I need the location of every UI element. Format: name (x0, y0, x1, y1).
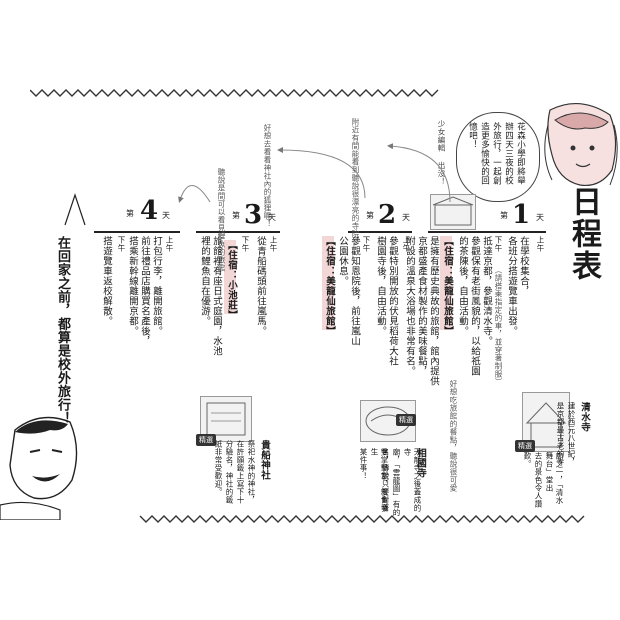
day-2-arrow-note: 附近有間能看到聽說很漂亮的寺院！ (351, 118, 360, 246)
day-1-suffix: 天 (536, 213, 544, 222)
page-title: 日程表 (566, 186, 601, 282)
intro-line-5: 憶吧！ (467, 122, 478, 149)
day-4-item-3: 搭乘新幹線離開京都。 (127, 236, 138, 336)
spot-1-name: 清水寺 (579, 402, 590, 432)
day-3-stay-highlight (224, 240, 236, 314)
day-3-afternoon-label: 下午 (241, 236, 250, 252)
day-1-morning-label: 上午 (536, 236, 545, 252)
bottom-zigzag-border (139, 515, 585, 523)
day-3-stay: 【住宿：小池莊】 (226, 240, 237, 320)
spot-1-text-3: 廟之一，「清水舞台」堂出 (545, 452, 564, 505)
day-3-stay-note-1: 旅館裡有座日式庭園，水池 (211, 236, 222, 356)
spot-2-text-4: 雙掌擊掌，就會發生 (370, 448, 389, 512)
spot-3-name: 貴船神社 (259, 440, 270, 480)
spot-2-name: 相國寺 (415, 448, 426, 478)
girl-illustration-icon (544, 102, 618, 187)
spot-1-text-2: 是京都最古老的寺 (556, 402, 565, 466)
day-2-item-2: 樹園寺後，自由活動。 (375, 236, 386, 336)
day-4-item-2: 前往禮品店購買名產後， (139, 236, 150, 346)
intro-speech-bubble (456, 112, 540, 202)
day-1-afternoon-label: 下午 (494, 236, 503, 252)
day-2-afternoon-label: 下午 (362, 236, 371, 252)
speech-burst-icon (64, 193, 86, 226)
day-3-number: 3 (244, 200, 263, 230)
day-2-item-3: 參觀知恩院後，前往嵐山 (349, 236, 360, 346)
spot-2-text-1: 天龍寺之後蓋成的寺 (403, 448, 422, 512)
day-1-timeline (428, 231, 546, 233)
editor-note: 少女編輯 出沒！ (437, 120, 446, 186)
day-3-timeline (196, 231, 280, 233)
day-1-item-6: 的茶陳後，自由活動。 (457, 236, 468, 336)
day-3-morning-label: 上午 (269, 236, 278, 252)
day-4-morning-label: 上午 (165, 236, 174, 252)
day-3-stay-note-2: 裡的鯉魚自在優游。 (199, 236, 210, 326)
day-2-stay-highlight (322, 236, 334, 330)
day-1-stay-note-3: 附設的溫泉大浴場也非常有名。 (404, 236, 415, 376)
day-1-stay-highlight (440, 236, 452, 330)
day-2-prefix: 第 (366, 211, 374, 220)
intro-line-1: 花森小學即將舉 (515, 122, 526, 185)
day-1-item-2: 各班分搭遊覽車出發。 (506, 236, 517, 336)
day-2-stay: 【住宿：美龍仙旅館】 (324, 236, 335, 336)
day-1-item-5: 參觀保有老街風貌的，以給祇園 (469, 236, 480, 376)
intro-line-3: 外旅行，一起創 (491, 122, 502, 185)
day-connector-arrows (178, 143, 451, 203)
day-2-suffix: 天 (402, 213, 410, 222)
spot-3-badge: 精選 (196, 434, 216, 446)
day-4-afternoon-label: 下午 (117, 236, 126, 252)
day-2-item-1: 參觀特別開放的伏見稻荷大社 (387, 236, 398, 366)
day-2-item-4: 公園休息。 (337, 236, 348, 286)
spot-1-badge: 精選 (515, 440, 535, 452)
day-1-hotel-photo (430, 194, 476, 230)
spot-1-text-5: 歎。 (523, 452, 532, 468)
spot-1-text-4: 去的景色令人讚 (534, 452, 543, 508)
day-4-arrow-note: 好想去看看神社內的狐狸喔！ (263, 124, 272, 228)
day-1-number: 1 (512, 200, 531, 230)
spot-3-text-3: 分驗名，神社的籤 (225, 440, 234, 504)
spot-3-text-4: 紙非常受歡迎。 (214, 440, 223, 496)
teacher-illustration-icon (0, 416, 78, 520)
day-4-suffix: 天 (162, 211, 170, 220)
day-1-item-1: 在學校集合， (518, 236, 529, 296)
day-1-item-4: 抵達京都，參觀清水寺。 (481, 236, 492, 346)
day-4-prefix: 第 (126, 209, 134, 218)
day-2-morning-label: 上午 (402, 236, 411, 252)
day-1-stay: 【住宿：美龍仙旅館】 (442, 236, 453, 336)
day-3-prefix: 第 (232, 211, 240, 220)
day-4-item-1: 打包行李，離開旅館。 (151, 236, 162, 336)
spot-3-text-2: 在許願籤上寫下十 (236, 440, 245, 504)
spot-2-text-5: 某件事！ (359, 448, 368, 480)
day-1-item-3: （請搭乘指定的車，並穿著制服） (494, 266, 503, 386)
day-3-suffix: 天 (268, 213, 276, 222)
day-4-item-4: 搭遊覽車返校解散。 (101, 236, 112, 326)
day-3-item-1: 從青船碼頭前往嵐馬。 (255, 236, 266, 336)
day-1-stay-note-2: 京都盛產食材製作的美味餐點， (416, 236, 427, 376)
spot-2-text-2: 廟，「雲龍圖」有的 (392, 448, 401, 517)
intro-line-4: 造更多愉快的回 (479, 122, 490, 185)
day-4-timeline (94, 231, 180, 233)
day-4-number: 4 (140, 196, 159, 226)
day-1-stay-note-1: 是擁有歷史典故的旅館，館內提供 (428, 236, 439, 386)
day-2-timeline (348, 231, 412, 233)
spot-2-text-3: 名，傳說只要對著 (381, 448, 390, 512)
top-zigzag-border (30, 89, 439, 97)
kifune-photo (200, 396, 252, 442)
day-2-number: 2 (378, 200, 397, 230)
day-1-prefix: 第 (500, 211, 508, 220)
closing-speech: 在回家之前，都算是校外旅行！ (55, 236, 70, 425)
spot-3-text-1: 祭祀水神的神社， (247, 440, 256, 504)
day-1-arrow-note: 好想吃旅館的餐點，聽說很可愛 (449, 380, 458, 492)
spot-1-text-1: 建於西元八世紀， (567, 402, 576, 466)
day-3-arrow-note: 聽說是間可以看見鯉魚的旅館 (217, 168, 226, 272)
spot-2-badge: 精選 (396, 414, 416, 426)
intro-line-2: 辦四天三夜的校 (503, 122, 514, 185)
